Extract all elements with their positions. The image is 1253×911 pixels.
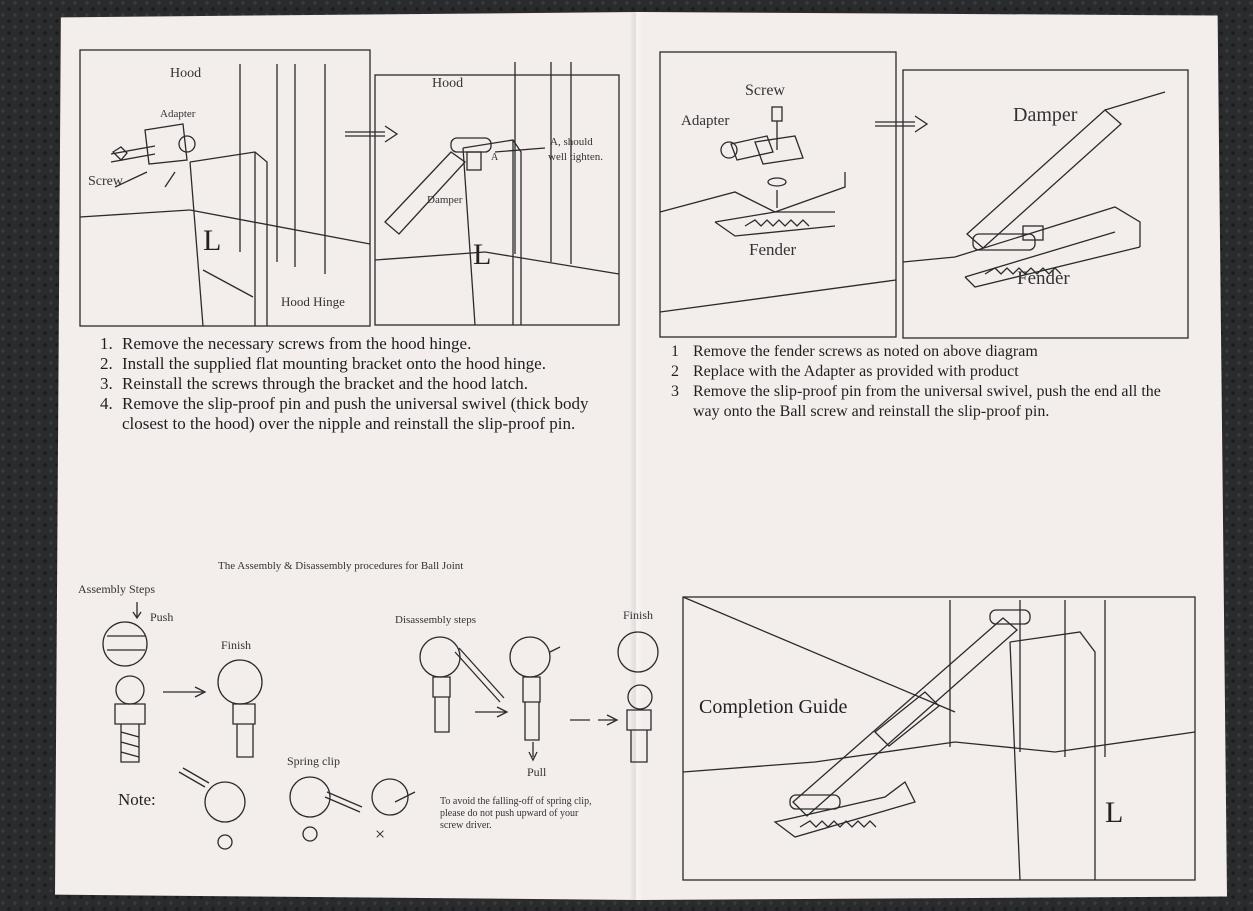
ball-joint-title: The Assembly & Disassembly procedures fo… <box>218 560 464 572</box>
left-step: 1.Remove the necessary screws from the h… <box>100 334 472 353</box>
panel-fender-adapter-drawing <box>659 51 929 338</box>
label-l-right: L <box>1105 796 1124 829</box>
label-finish-2: Finish <box>623 608 654 622</box>
label-damper: Damper <box>427 194 463 206</box>
label-l-middle: L <box>473 238 492 271</box>
spring-clip-warning: To avoid the falling-off of spring clip,… <box>440 796 592 831</box>
label-assembly-steps: Assembly Steps <box>78 582 156 596</box>
label-note: Note: <box>118 790 156 809</box>
label-fender-2: Fender <box>1017 268 1070 289</box>
label-spring-clip: Spring clip <box>287 754 340 768</box>
ball-joint-drawings <box>102 602 659 850</box>
label-a-should: A, should <box>550 136 593 148</box>
panel-hood-hinge-drawing <box>79 49 371 327</box>
line-drawings <box>79 49 1196 881</box>
label-hood: Hood <box>170 66 202 81</box>
label-screw: Screw <box>88 174 123 189</box>
left-step: 4.Remove the slip-proof pin and push the… <box>100 394 589 433</box>
label-screw-right: Screw <box>745 82 785 99</box>
panel-damper-hinge-drawing <box>345 62 620 326</box>
mark-incorrect: × <box>375 824 386 844</box>
instruction-sheet: Hood Adapter Screw L Hood Hinge Hood A, … <box>55 12 1227 900</box>
label-fender-1: Fender <box>749 240 797 259</box>
left-step: 2.Install the supplied flat mounting bra… <box>100 354 546 373</box>
panel-completion-drawing <box>682 596 1196 881</box>
label-l-left: L <box>203 224 222 257</box>
label-hood-2: Hood <box>432 76 464 91</box>
label-pull: Pull <box>527 765 547 779</box>
left-steps-list: 1.Remove the necessary screws from the h… <box>100 334 620 434</box>
label-disassembly-steps: Disassembly steps <box>395 614 476 626</box>
label-finish-1: Finish <box>221 638 252 652</box>
label-hood-hinge: Hood Hinge <box>281 294 345 309</box>
label-adapter-right: Adapter <box>681 113 730 129</box>
paper-fold <box>629 12 643 900</box>
label-a-mark: A <box>491 152 499 163</box>
left-step: 3.Reinstall the screws through the brack… <box>100 374 528 393</box>
label-well-tighten: well tighten. <box>548 151 603 163</box>
label-adapter: Adapter <box>160 108 196 120</box>
label-damper-right: Damper <box>1013 104 1078 126</box>
label-push: Push <box>150 610 174 624</box>
completion-guide-title: Completion Guide <box>699 696 848 718</box>
panel-fender-damper-drawing <box>902 69 1189 339</box>
